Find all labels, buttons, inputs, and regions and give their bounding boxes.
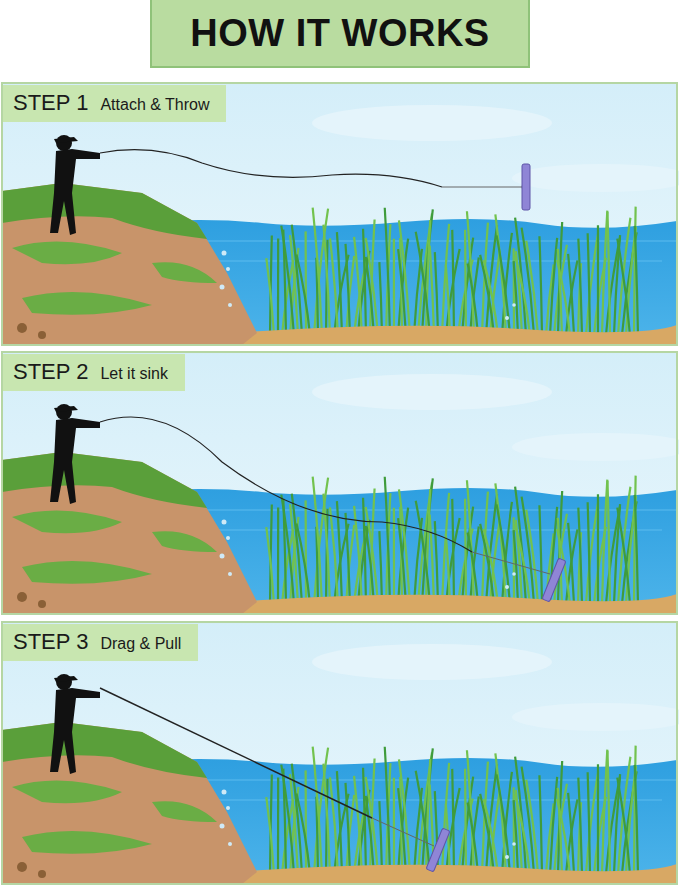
title-box: HOW IT WORKS <box>150 0 530 68</box>
step-name: Attach & Throw <box>100 96 209 114</box>
step-number: STEP 3 <box>13 629 88 655</box>
step-band: STEP 1 Attach & Throw <box>3 85 226 122</box>
panel-2 <box>2 352 679 614</box>
step-name: Drag & Pull <box>100 635 181 653</box>
step-name: Let it sink <box>100 365 168 383</box>
panel-1 <box>2 83 679 345</box>
step-number: STEP 1 <box>13 90 88 116</box>
step-band: STEP 3 Drag & Pull <box>3 624 198 661</box>
step-number: STEP 2 <box>13 359 88 385</box>
title-text: HOW IT WORKS <box>190 12 489 55</box>
step-band: STEP 2 Let it sink <box>3 354 185 391</box>
panel-3 <box>2 622 679 884</box>
